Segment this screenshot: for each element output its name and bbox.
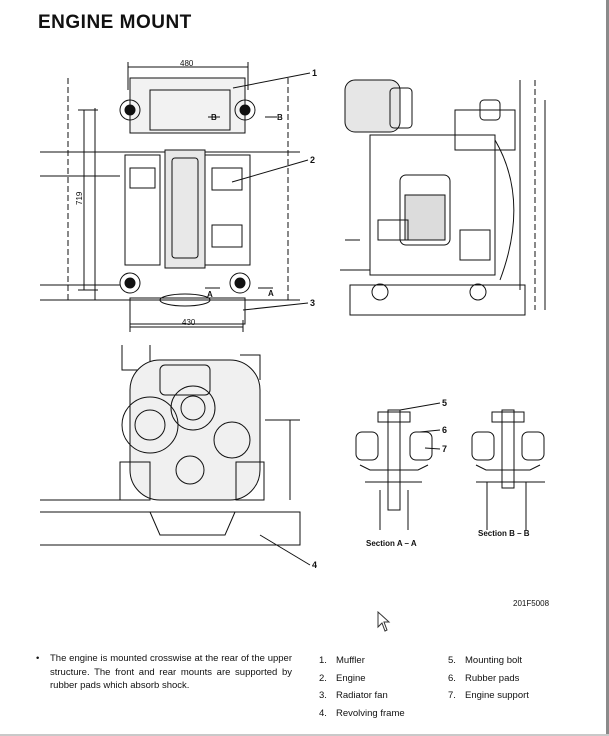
top-view-drawing (40, 62, 300, 332)
legend-item: 7.Engine support (448, 690, 529, 701)
window-bottom-border (0, 734, 609, 736)
legend-item: 4.Revolving frame (319, 707, 405, 719)
bullet-marker: • (36, 653, 40, 664)
section-marker-a-right: A (268, 289, 274, 298)
section-marker-a-left: A (207, 290, 213, 299)
callout-6: 6 (442, 425, 447, 435)
legend-column-right: 5.Mounting bolt 6.Rubber pads 7.Engine s… (448, 652, 529, 705)
section-b-b-caption: Section B – B (478, 529, 530, 538)
legend-column-left: 1.Muffler 2.Engine 3.Radiator fan 4.Revo… (319, 652, 405, 722)
window-right-border (606, 0, 609, 736)
legend-item: 3.Radiator fan (319, 690, 388, 701)
callout-7: 7 (442, 444, 447, 454)
callout-5: 5 (442, 398, 447, 408)
legend-item: 2.Engine (319, 672, 366, 684)
section-a-a-caption: Section A – A (366, 539, 417, 548)
description-text: The engine is mounted crosswise at the r… (50, 653, 292, 691)
section-marker-b-left: B (211, 113, 217, 122)
callout-4: 4 (312, 560, 317, 570)
dimension-430-label: 430 (182, 318, 196, 327)
callout-2: 2 (310, 155, 315, 165)
dimension-480-label: 480 (180, 59, 194, 68)
dimension-719-label: 719 (75, 191, 84, 205)
callout-3: 3 (310, 298, 315, 308)
legend-item: 5.Mounting bolt (448, 655, 523, 666)
side-view-drawing (340, 79, 546, 316)
callout-1: 1 (312, 68, 317, 78)
description-paragraph: • The engine is mounted crosswise at the… (36, 652, 292, 693)
section-marker-b-right: B (277, 113, 283, 122)
legend-item: 6.Rubber pads (448, 672, 520, 684)
mouse-pointer-icon (377, 611, 391, 632)
page-title: ENGINE MOUNT (38, 12, 192, 33)
front-view-drawing (40, 345, 301, 546)
section-b-b-drawing (471, 409, 545, 530)
figure-code: 201F5008 (513, 599, 550, 608)
legend-item: 1.Muffler (319, 655, 365, 666)
section-a-a-drawing (355, 409, 433, 530)
